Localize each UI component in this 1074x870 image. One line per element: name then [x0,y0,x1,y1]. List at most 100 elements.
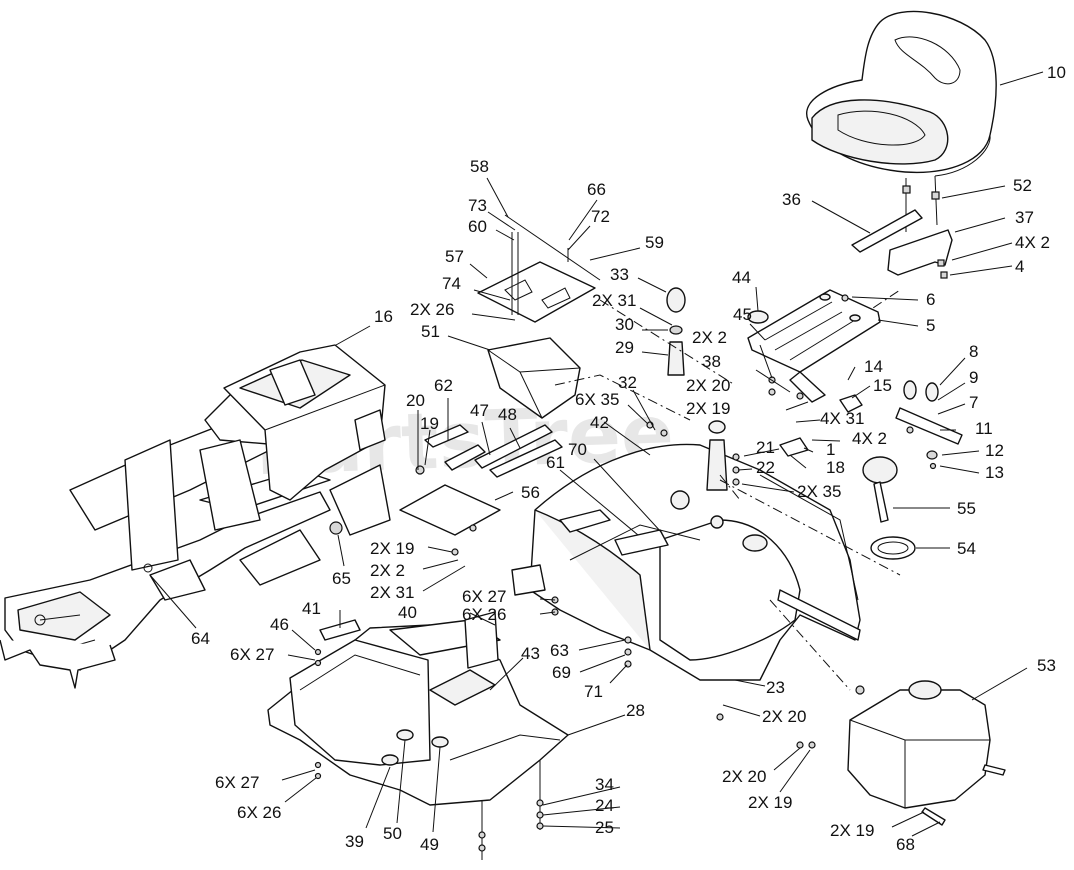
callout-74: 74 [442,274,461,293]
callout-65: 65 [332,569,351,588]
callout-40: 40 [398,603,417,622]
callout-4x2-b: 4X 2 [852,429,887,448]
callout-63: 63 [550,641,569,660]
callout-39: 39 [345,832,364,851]
callout-6x27-c: 6X 27 [215,773,259,792]
callout-22: 22 [756,458,775,477]
callout-43: 43 [521,644,540,663]
callout-59: 59 [645,233,664,252]
callout-2x31-b: 2X 31 [370,583,414,602]
floor-pan [267,611,569,860]
callout-60: 60 [468,217,487,236]
callout-13: 13 [985,463,1004,482]
callout-68: 68 [896,835,915,854]
callout-11: 11 [975,419,993,438]
leader-lines [149,71,1044,837]
callout-44: 44 [732,268,751,287]
callout-5: 5 [926,316,935,335]
callout-6x26-a: 6X 26 [462,605,506,624]
callout-2x19-a: 2X 19 [686,399,730,418]
callout-70: 70 [568,440,587,459]
callout-7: 7 [969,393,978,412]
callout-69: 69 [552,663,571,682]
callout-41: 41 [302,599,321,618]
callout-32: 32 [618,373,637,392]
callout-38: 38 [702,352,721,371]
callout-6x27-b: 6X 27 [230,645,274,664]
callout-12: 12 [985,441,1004,460]
callout-53: 53 [1037,656,1056,675]
callout-50: 50 [383,824,402,843]
callout-2x2-b: 2X 2 [370,561,405,580]
callout-24: 24 [595,796,614,815]
callout-34: 34 [595,775,614,794]
frame [0,344,386,689]
callout-2x35: 2X 35 [797,482,841,501]
callout-9: 9 [969,368,978,387]
callout-2x2-a: 2X 2 [692,328,727,347]
seat [806,10,997,177]
callout-29: 29 [615,338,634,357]
callout-2x19-b: 2X 19 [370,539,414,558]
center-plates [329,424,563,556]
callout-20: 20 [406,391,425,410]
callout-19: 19 [420,414,439,433]
callout-2x19-c: 2X 19 [748,793,792,812]
callout-72: 72 [591,207,610,226]
fender [511,443,861,681]
callout-8: 8 [969,342,978,361]
callout-14: 14 [864,357,883,376]
callout-37: 37 [1015,208,1034,227]
callout-2x31-a: 2X 31 [592,291,636,310]
callout-2x20-a: 2X 20 [686,376,730,395]
callout-61: 61 [546,453,565,472]
callout-6: 6 [926,290,935,309]
callout-1: 1 [826,440,835,459]
seat-bracket [839,175,953,331]
callout-57: 57 [445,247,464,266]
battery-tray [477,214,601,323]
callout-4x31: 4X 31 [820,409,864,428]
callout-42: 42 [590,413,609,432]
callout-6x27-a: 6X 27 [462,587,506,606]
callout-71: 71 [584,682,603,701]
callout-4: 4 [1015,257,1024,276]
callout-47: 47 [470,401,489,420]
callout-6x26-b: 6X 26 [237,803,281,822]
callout-55: 55 [957,499,976,518]
callout-2x20-c: 2X 20 [722,767,766,786]
fuel-cap [862,456,916,560]
callout-66: 66 [587,180,606,199]
callout-10: 10 [1047,63,1066,82]
callout-15: 15 [873,376,892,395]
callout-64: 64 [191,629,210,648]
bump-stop [666,287,686,376]
callout-25: 25 [595,818,614,837]
callout-62: 62 [434,376,453,395]
rear-bracket [895,380,963,470]
callout-18: 18 [826,458,845,477]
callout-23: 23 [766,678,785,697]
callout-49: 49 [420,835,439,854]
callout-2x20-b: 2X 20 [762,707,806,726]
battery-box [487,337,581,419]
callout-labels: 10 52 36 37 4X 2 4 44 6 45 5 2X 2 14 8 3… [191,63,1066,854]
callout-51: 51 [421,322,440,341]
callout-6x35: 6X 35 [575,390,619,409]
callout-30: 30 [615,315,634,334]
callout-48: 48 [498,405,517,424]
callout-33: 33 [610,265,629,284]
callout-46: 46 [270,615,289,634]
callout-52: 52 [1013,176,1032,195]
callout-56: 56 [521,483,540,502]
callout-2x26: 2X 26 [410,300,454,319]
centerlines [554,299,901,691]
callout-45: 45 [733,305,752,324]
callout-16: 16 [374,307,393,326]
callout-36: 36 [782,190,801,209]
fuel-tank [796,680,1006,826]
callout-21: 21 [756,438,775,457]
callout-4x2-a: 4X 2 [1015,233,1050,252]
callout-58: 58 [470,157,489,176]
